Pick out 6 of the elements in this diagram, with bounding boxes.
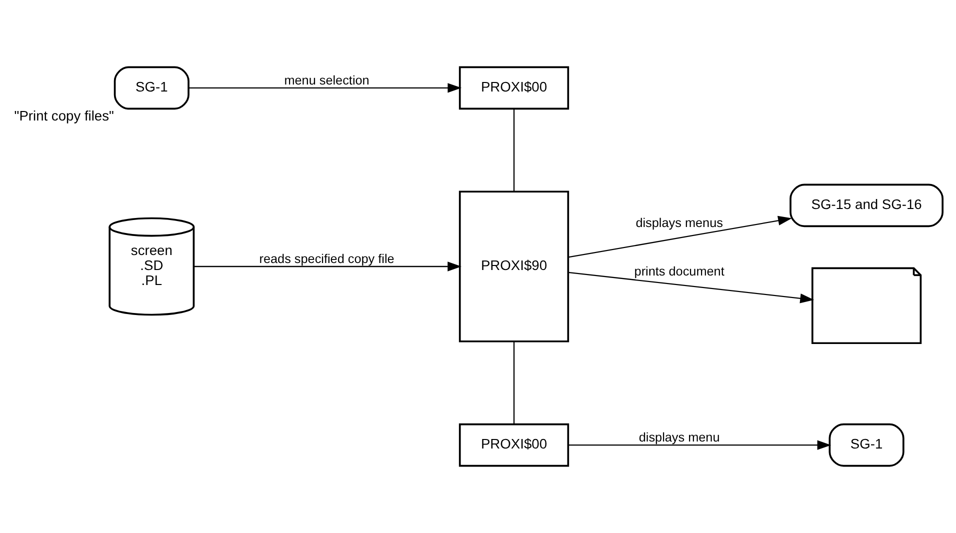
edge-label: displays menus	[636, 216, 723, 230]
edge-label: prints document	[634, 264, 724, 278]
edge-label: displays menu	[638, 430, 720, 444]
node-label: "Print copy files"	[14, 107, 114, 124]
edge-label: menu selection	[284, 73, 370, 88]
edge-label: reads specified copy file	[259, 252, 394, 266]
